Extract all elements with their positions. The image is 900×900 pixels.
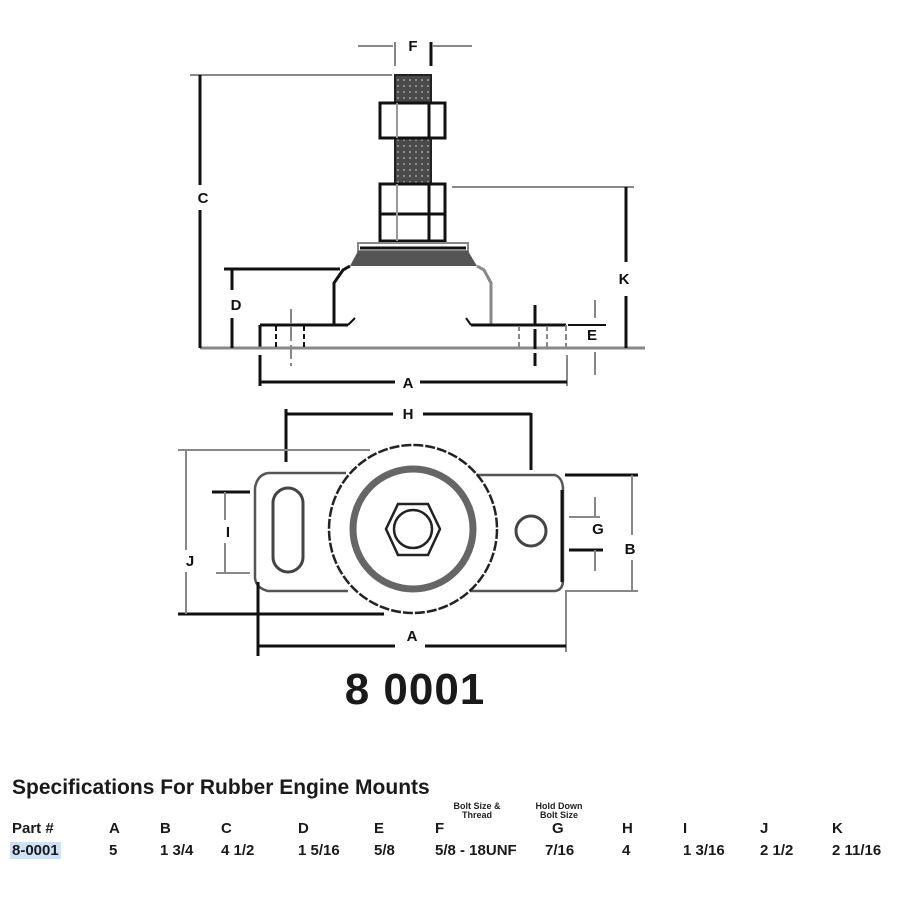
header-D: D xyxy=(298,820,309,837)
cell-F: 5/8 - 18UNF xyxy=(435,842,517,859)
label-J: J xyxy=(186,553,194,570)
label-C: C xyxy=(198,190,209,207)
part-number[interactable]: 8-0001 xyxy=(10,842,61,859)
dimension-H: H xyxy=(284,406,533,470)
label-I: I xyxy=(226,524,230,541)
label-H: H xyxy=(403,406,414,423)
housing xyxy=(200,264,645,366)
dimension-J: J xyxy=(178,449,384,616)
label-B: B xyxy=(625,541,636,558)
dimension-C: C xyxy=(190,74,392,348)
header-F: F xyxy=(435,820,445,837)
upper-nut xyxy=(378,101,447,140)
engine-mount-drawing: F xyxy=(178,38,645,656)
cell-H: 4 xyxy=(622,842,631,859)
dimension-E: E xyxy=(568,300,606,375)
header-A: A xyxy=(109,820,120,837)
dimension-F: F xyxy=(358,38,472,66)
dimension-K: K xyxy=(452,186,634,348)
label-G: G xyxy=(592,521,604,538)
cell-part[interactable]: 8-0001 xyxy=(10,842,61,859)
lower-nut xyxy=(378,182,447,243)
dimension-A-top: A xyxy=(256,582,567,656)
label-A-side: A xyxy=(403,375,414,392)
top-view: H I J xyxy=(178,406,638,656)
slotted-hole xyxy=(271,486,305,574)
cell-B: 1 3/4 xyxy=(160,842,194,859)
mounting-hole xyxy=(514,514,548,548)
side-view: F xyxy=(190,38,645,392)
spec-table: Part # 8-0001 A 5 B 1 3/4 C 4 1/2 D 1 5/… xyxy=(0,800,900,870)
cell-E: 5/8 xyxy=(374,842,395,859)
dimension-A-side: A xyxy=(258,355,568,392)
cell-K: 2 11/16 xyxy=(832,842,882,859)
label-E: E xyxy=(587,327,597,344)
header-part: Part # xyxy=(12,820,54,837)
cell-C: 4 1/2 xyxy=(221,842,255,859)
rubber-cushion xyxy=(350,251,477,266)
rubber-ring xyxy=(349,465,477,593)
header-I: I xyxy=(683,820,688,837)
header-H: H xyxy=(622,820,633,837)
stud-hole xyxy=(392,508,434,550)
subheader-F: Bolt Size &Thread xyxy=(453,801,501,820)
model-number: 8 0001 xyxy=(344,665,486,714)
dimension-B: B xyxy=(565,473,638,592)
cell-I: 1 3/16 xyxy=(683,842,725,859)
header-C: C xyxy=(221,820,232,837)
dimension-G: G xyxy=(569,497,604,571)
cell-G: 7/16 xyxy=(545,842,575,859)
header-J: J xyxy=(760,820,769,837)
cell-J: 2 1/2 xyxy=(760,842,794,859)
dimension-D: D xyxy=(224,267,340,348)
hex-nut xyxy=(384,502,442,557)
cell-A: 5 xyxy=(109,842,118,859)
header-G: G xyxy=(552,820,564,837)
label-K: K xyxy=(619,271,630,288)
label-A-top: A xyxy=(407,628,418,645)
spec-title: Specifications For Rubber Engine Mounts xyxy=(12,776,430,799)
dimension-I: I xyxy=(212,490,250,574)
header-K: K xyxy=(832,820,843,837)
header-E: E xyxy=(374,820,385,837)
header-B: B xyxy=(160,820,171,837)
cell-D: 1 5/16 xyxy=(298,842,340,859)
label-D: D xyxy=(231,297,242,314)
label-F: F xyxy=(408,38,417,55)
